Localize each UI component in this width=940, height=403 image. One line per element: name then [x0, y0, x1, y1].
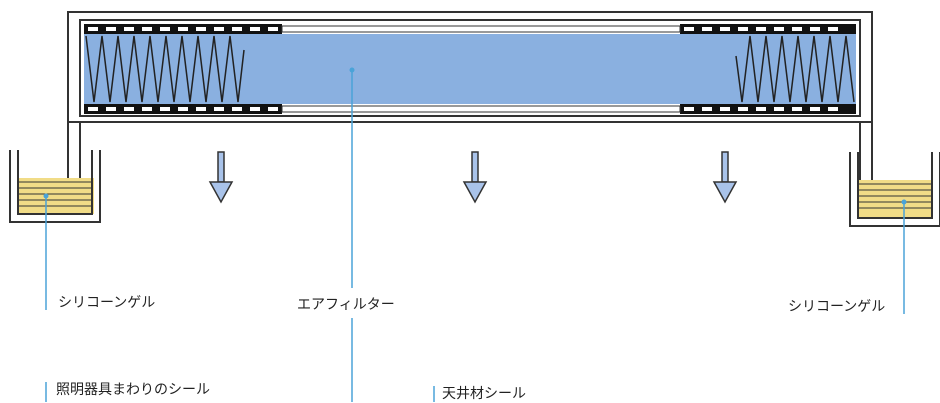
- gasket-dash: [232, 107, 242, 111]
- airflow-arrow-right: [712, 151, 738, 204]
- filter-rail-bottom: [281, 105, 681, 113]
- gasket-dash: [810, 107, 820, 111]
- gasket-dash: [720, 107, 730, 111]
- gel-tray-left-fill: [18, 178, 94, 214]
- gasket-strip-top: [84, 24, 856, 34]
- gasket-dash: [738, 107, 748, 111]
- gasket-dash: [250, 107, 260, 111]
- gel-lines-left: [18, 181, 92, 207]
- gasket-dash: [178, 107, 188, 111]
- label-air-filter: エアフィルター: [297, 297, 395, 313]
- gasket-dash: [124, 27, 134, 31]
- filter-rail-top: [281, 25, 681, 33]
- gasket-dash: [106, 27, 116, 31]
- label-silicone-gel-left: シリコーンゲル: [58, 295, 156, 311]
- gel-lines-right: [858, 183, 932, 209]
- gasket-dash: [142, 27, 152, 31]
- airflow-arrow-center: [462, 151, 488, 204]
- gasket-strip-bottom: [84, 104, 856, 114]
- gasket-dash: [88, 107, 98, 111]
- gasket-dash: [828, 107, 838, 111]
- gasket-dash: [160, 27, 170, 31]
- label-lighting-seal: 照明器具まわりのシール: [56, 382, 210, 398]
- gasket-dash: [268, 107, 278, 111]
- gasket-dash: [178, 27, 188, 31]
- gasket-dash: [810, 27, 820, 31]
- leader-dot-gel-right: [901, 199, 907, 205]
- gasket-dash: [124, 107, 134, 111]
- gasket-dash: [250, 27, 260, 31]
- gasket-dash: [268, 27, 278, 31]
- gasket-dash: [828, 27, 838, 31]
- gasket-dash: [792, 27, 802, 31]
- spring-right: [735, 35, 855, 103]
- gasket-dash: [702, 27, 712, 31]
- gasket-dash: [214, 107, 224, 111]
- spring-left: [85, 35, 245, 103]
- gasket-dash: [702, 107, 712, 111]
- gasket-dash: [684, 107, 694, 111]
- gasket-dash: [106, 107, 116, 111]
- gasket-dash: [142, 107, 152, 111]
- gasket-dash: [160, 107, 170, 111]
- gasket-dash: [756, 27, 766, 31]
- leader-dot-air-filter: [349, 67, 355, 73]
- gasket-dash: [756, 107, 766, 111]
- gasket-dash: [774, 27, 784, 31]
- gasket-dash: [792, 107, 802, 111]
- gasket-dash: [738, 27, 748, 31]
- gasket-dash: [232, 27, 242, 31]
- gel-tray-right: [849, 152, 940, 227]
- gasket-dash: [774, 107, 784, 111]
- gel-tray-right-fill: [858, 180, 932, 218]
- gasket-dash: [684, 27, 694, 31]
- label-silicone-gel-right: シリコーンゲル: [788, 299, 886, 315]
- gasket-dash: [196, 27, 206, 31]
- gasket-dash: [214, 27, 224, 31]
- gasket-dash: [196, 107, 206, 111]
- airflow-arrow-left: [208, 151, 234, 204]
- gasket-dash: [88, 27, 98, 31]
- label-ceiling-seal: 天井材シール: [442, 386, 526, 402]
- gasket-dash: [720, 27, 730, 31]
- leader-dot-gel-left: [43, 193, 49, 199]
